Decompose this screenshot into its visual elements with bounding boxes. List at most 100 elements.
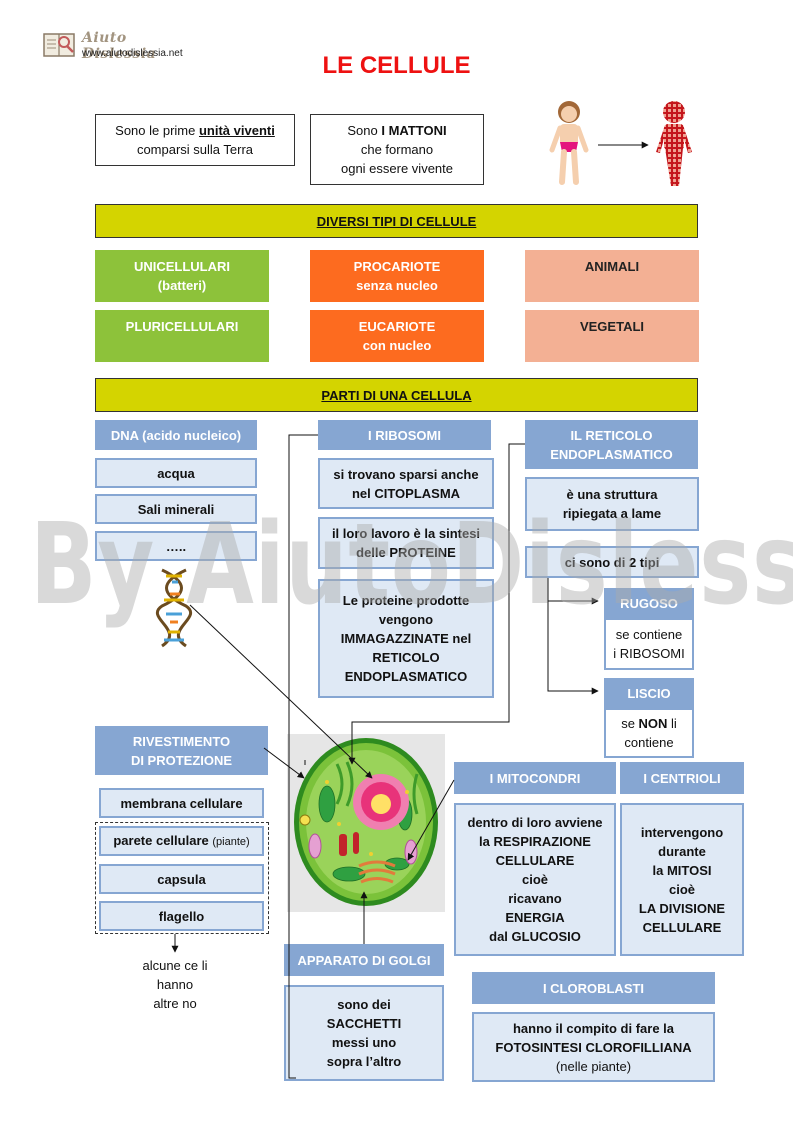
type-label: UNICELLULARI: [133, 259, 231, 274]
ribosomi-text: IMMAGAZZINATE nel: [340, 631, 472, 646]
intro-bold: unità viventi: [198, 123, 275, 138]
dna-item-more: …..: [95, 531, 257, 561]
mitocondri-line: la RESPIRAZIONE: [479, 834, 591, 849]
ribosomi-header: I RIBOSOMI: [318, 420, 491, 450]
rivestimento-head-text: RIVESTIMENTO: [132, 733, 231, 749]
ribosomi-text: si trovano sparsi anche: [333, 466, 479, 482]
ribosomi-text: vengono: [378, 612, 434, 627]
section-cell-types: DIVERSI TIPI DI CELLULE: [95, 204, 698, 238]
cloroblasti-line: hanno il compito di fare la: [512, 1020, 675, 1036]
centrioli-line: LA DIVISIONE: [638, 900, 726, 916]
section-title: PARTI DI UNA CELLULA: [321, 387, 472, 403]
type-label: (batteri): [157, 278, 207, 293]
intro-text: Sono le prime: [115, 123, 199, 138]
ribosomi-stored-proteins: Le proteine prodotte vengono IMMAGAZZINA…: [318, 579, 494, 698]
ribosomi-cytoplasm: si trovano sparsi anche nel CITOPLASMA: [318, 458, 494, 509]
mitocondri-line: CELLULARE: [495, 853, 575, 868]
rivestimento-head-text: DI PROTEZIONE: [130, 752, 233, 768]
page-title: LE CELLULE: [322, 52, 471, 79]
parete-label: parete cellulare: [113, 832, 209, 848]
intro-text: che formano: [360, 142, 434, 157]
rugoso-line: se contiene: [615, 627, 683, 642]
golgi-line: messi uno: [331, 1035, 397, 1050]
rugoso-line: i RIBOSOMI: [613, 646, 685, 661]
reticolo-structure: è una struttura ripiegata a lame: [525, 477, 699, 531]
ribosomi-text: nel CITOPLASMA: [351, 485, 461, 501]
reticolo-two-types: ci sono di 2 tipi: [525, 546, 699, 578]
liscio-bold: NON: [638, 716, 668, 731]
centrioli-line: intervengono: [640, 824, 724, 840]
golgi-header: APPARATO DI GOLGI: [284, 944, 444, 976]
note-line: altre no: [153, 995, 197, 1011]
parete-note: (piante): [212, 835, 250, 848]
flagello: flagello: [99, 901, 264, 931]
liscio-text: se NON li contiene: [604, 708, 694, 758]
cloroblasti-note: (nelle piante): [555, 1058, 632, 1074]
type-unicellulari: UNICELLULARI (batteri): [95, 250, 269, 302]
section-cell-parts: PARTI DI UNA CELLULA: [95, 378, 698, 412]
type-vegetali: VEGETALI: [525, 310, 699, 362]
rugoso-header: RUGOSO: [604, 588, 694, 618]
mitocondri-line: dal GLUCOSIO: [489, 929, 581, 944]
optional-structures-group: [95, 822, 269, 934]
intro-box-first-living-units: Sono le prime unità viventi comparsi sul…: [95, 114, 295, 166]
cloroblasti-text: hanno il compito di fare la FOTOSINTESI …: [472, 1012, 715, 1082]
parete-cellulare: parete cellulare (piante): [99, 826, 264, 856]
mitocondri-line: ENERGIA: [505, 910, 565, 925]
intro-text: comparsi sulla Terra: [136, 142, 254, 157]
centrioli-text: intervengono durante la MITOSI cioè LA D…: [620, 803, 744, 956]
mitocondri-line: cioè: [521, 872, 548, 887]
centrioli-header: I CENTRIOLI: [620, 762, 744, 794]
mitocondri-line: dentro di loro avviene: [467, 815, 603, 830]
golgi-line: SACCHETTI: [326, 1016, 402, 1031]
reticolo-text: ripiegata a lame: [562, 506, 662, 521]
ribosomi-text: ENDOPLASMATICO: [344, 669, 468, 684]
site-logo: Aiuto Dislessia www.aiutodislessia.net: [42, 28, 202, 62]
liscio-line: contiene: [624, 735, 674, 750]
type-procariote: PROCARIOTE senza nucleo: [310, 250, 484, 302]
ribosomi-text: RETICOLO: [372, 650, 440, 665]
intro-box-building-blocks: Sono I MATTONI che formano ogni essere v…: [310, 114, 484, 185]
membrana-cellulare: membrana cellulare: [99, 788, 264, 818]
optional-note: alcune ce li hanno altre no: [118, 955, 232, 1013]
type-label: VEGETALI: [579, 319, 645, 334]
liscio-line: li: [667, 716, 677, 731]
type-label: EUCARIOTE: [358, 319, 436, 334]
dna-helix-icon: [155, 568, 193, 648]
intro-text: Sono: [347, 123, 382, 138]
reticolo-head-text: IL RETICOLO: [570, 427, 653, 443]
logo-url: www.aiutodislessia.net: [82, 48, 183, 59]
dna-header: DNA (acido nucleico): [95, 420, 257, 450]
golgi-line: sono dei: [337, 997, 391, 1012]
type-label: ANIMALI: [584, 259, 640, 274]
note-line: hanno: [156, 976, 194, 992]
note-line: alcune ce li: [142, 957, 208, 973]
rugoso-text: se contiene i RIBOSOMI: [604, 618, 694, 670]
dna-item-acqua: acqua: [95, 458, 257, 488]
book-logo-icon: [43, 33, 75, 57]
section-title: DIVERSI TIPI DI CELLULE: [316, 213, 477, 229]
intro-text: ogni essere vivente: [340, 161, 453, 176]
mitocondri-header: I MITOCONDRI: [454, 762, 616, 794]
centrioli-line: la MITOSI: [652, 862, 712, 878]
ribosomi-text: Le proteine prodotte: [342, 593, 470, 608]
centrioli-line: cioè: [668, 881, 695, 897]
golgi-text: sono dei SACCHETTI messi uno sopra l’alt…: [284, 985, 444, 1081]
golgi-line: sopra l’altro: [326, 1054, 402, 1069]
mitocondri-text: dentro di loro avviene la RESPIRAZIONE C…: [454, 803, 616, 956]
cloroblasti-line: FOTOSINTESI CLOROFILLIANA: [495, 1039, 692, 1055]
dna-item-sali-minerali: Sali minerali: [95, 494, 257, 524]
reticolo-header: IL RETICOLO ENDOPLASMATICO: [525, 420, 698, 469]
type-label: con nucleo: [362, 338, 432, 353]
centrioli-line: durante: [658, 843, 706, 859]
plant-cell-illustration: [287, 734, 445, 912]
intro-bold: I MATTONI: [381, 123, 447, 138]
cells-silhouette: [656, 101, 692, 186]
type-eucariote: EUCARIOTE con nucleo: [310, 310, 484, 362]
type-label: PLURICELLULARI: [125, 319, 239, 334]
ribosomi-text: delle PROTEINE: [356, 545, 456, 560]
reticolo-head-text: ENDOPLASMATICO: [550, 446, 673, 462]
mitocondri-line: ricavano: [508, 891, 562, 906]
type-label: senza nucleo: [356, 278, 438, 293]
liscio-header: LISCIO: [604, 678, 694, 708]
